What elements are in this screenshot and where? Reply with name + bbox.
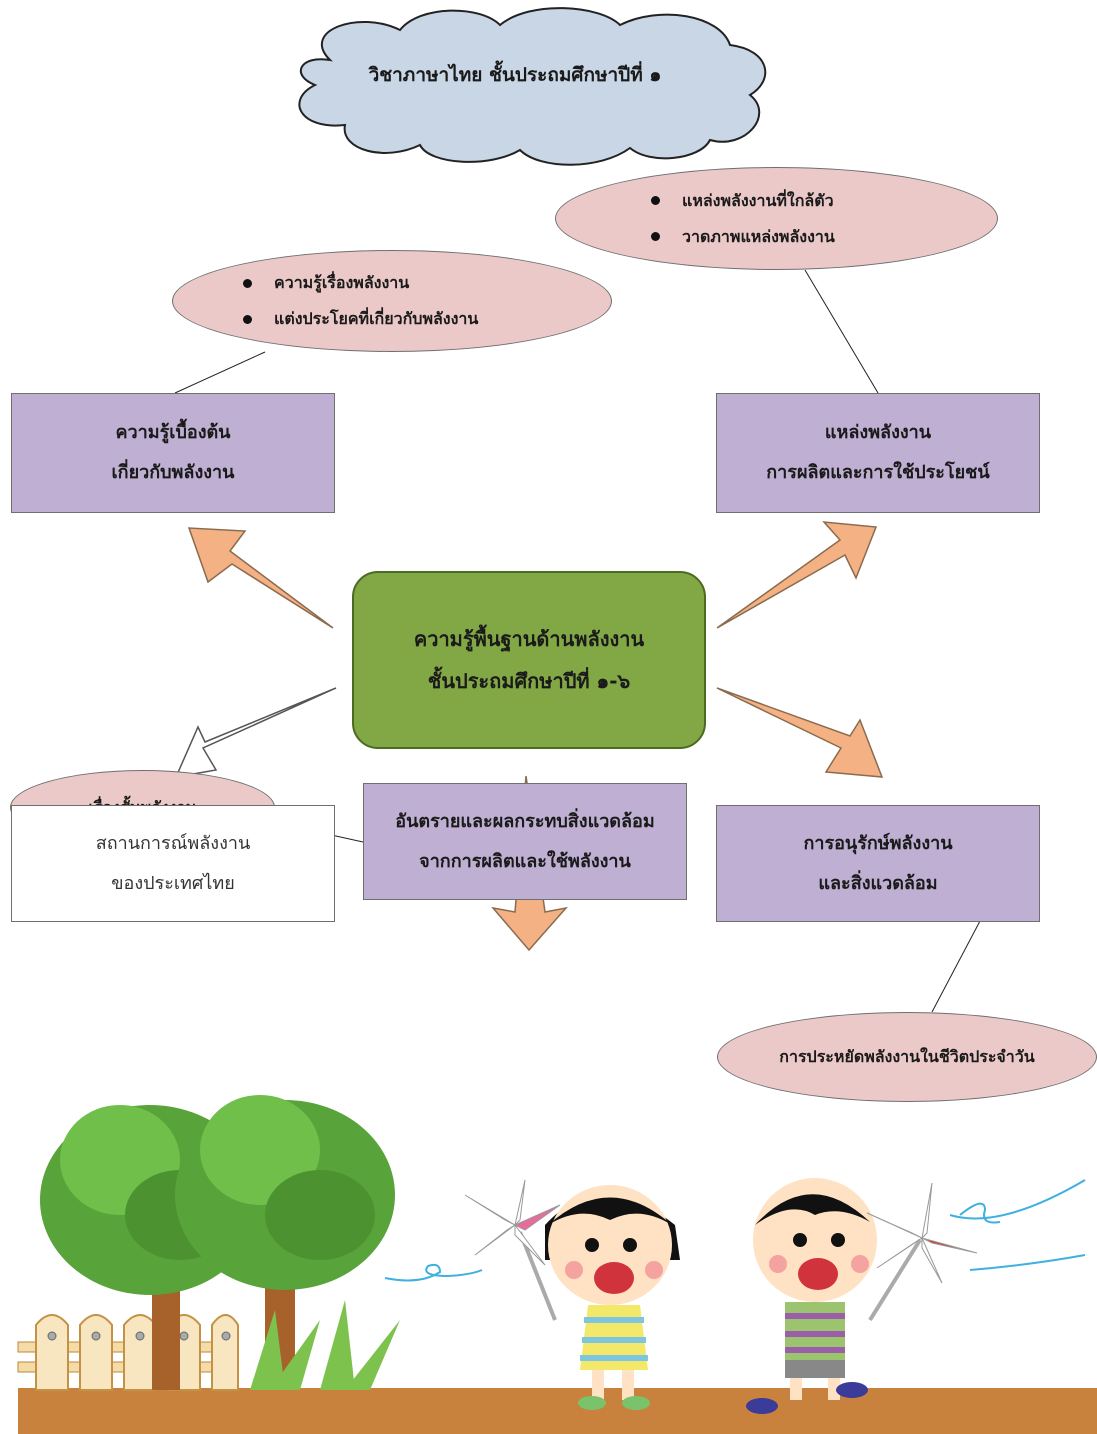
bullet-icon bbox=[651, 196, 660, 205]
bullet-item: แหล่งพลังงานที่ใกล้ตัว bbox=[651, 183, 834, 219]
grass bbox=[250, 1300, 400, 1390]
box-basic-knowledge: ความรู้เบื้องต้น เกี่ยวกับพลังงาน bbox=[11, 393, 335, 513]
box-line: ของประเทศไทย bbox=[111, 872, 235, 894]
arrow-to-conservation bbox=[716, 687, 884, 778]
ground bbox=[18, 1388, 1097, 1434]
oval-basic-activities: ความรู้เรื่องพลังงาน แต่งประโยคที่เกี่ยว… bbox=[172, 250, 612, 352]
box-line: สถานการณ์พลังงาน bbox=[95, 832, 251, 854]
arrow-to-basic bbox=[187, 527, 334, 629]
page-title: วิชาภาษาไทย ชั้นประถมศึกษาปีที่ ๑ bbox=[368, 64, 662, 86]
box-thai-situation: สถานการณ์พลังงาน ของประเทศไทย bbox=[11, 805, 335, 922]
center-box: ความรู้พื้นฐานด้านพลังงาน ชั้นประถมศึกษา… bbox=[352, 571, 706, 749]
bullet-icon bbox=[651, 232, 660, 241]
connector-sources bbox=[804, 269, 879, 394]
box-line: ความรู้เบื้องต้น bbox=[115, 422, 231, 443]
box-line: แหล่งพลังงาน bbox=[824, 422, 932, 443]
box-energy-sources: แหล่งพลังงาน การผลิตและการใช้ประโยชน์ bbox=[716, 393, 1040, 513]
bullet-icon bbox=[243, 314, 252, 324]
oval-saving-text: การประหยัดพลังงานในชีวิตประจำวัน bbox=[779, 1047, 1035, 1066]
bullet-icon bbox=[243, 278, 252, 288]
box-conservation: การอนุรักษ์พลังงาน และสิ่งแวดล้อม bbox=[716, 805, 1040, 922]
oval-saving: การประหยัดพลังงานในชีวิตประจำวัน bbox=[717, 1012, 1097, 1102]
box-line: จากการผลิตและใช้พลังงาน bbox=[419, 850, 631, 872]
title-cloud bbox=[298, 7, 767, 166]
oval-source-activities: แหล่งพลังงานที่ใกล้ตัว วาดภาพแหล่งพลังงา… bbox=[555, 167, 998, 270]
center-line: ความรู้พื้นฐานด้านพลังงาน bbox=[413, 627, 645, 651]
box-line: การผลิตและการใช้ประโยชน์ bbox=[766, 462, 990, 483]
box-line: เกี่ยวกับพลังงาน bbox=[111, 462, 235, 483]
bullet-item: ความรู้เรื่องพลังงาน bbox=[243, 265, 409, 301]
box-hazards: อันตรายและผลกระทบสิ่งแวดล้อม จากการผลิตแ… bbox=[363, 783, 687, 900]
bullet-item: แต่งประโยคที่เกี่ยวกับพลังงาน bbox=[243, 301, 478, 337]
box-line: การอนุรักษ์พลังงาน bbox=[803, 832, 953, 854]
arrow-to-situation bbox=[174, 687, 337, 778]
bullet-text: ความรู้เรื่องพลังงาน bbox=[274, 273, 410, 292]
bullet-text: แหล่งพลังงานที่ใกล้ตัว bbox=[682, 190, 834, 210]
center-line: ชั้นประถมศึกษาปีที่ ๑-๖ bbox=[427, 669, 631, 693]
bullet-text: แต่งประโยคที่เกี่ยวกับพลังงาน bbox=[274, 309, 479, 328]
fence bbox=[17, 1314, 239, 1391]
girl-illustration bbox=[464, 1179, 680, 1410]
box-line: และสิ่งแวดล้อม bbox=[818, 872, 938, 894]
arrow-to-sources bbox=[716, 521, 878, 629]
connector-basic bbox=[174, 351, 266, 394]
boy-illustration bbox=[746, 1178, 978, 1414]
connector-saving bbox=[931, 920, 981, 1013]
bullet-item: วาดภาพแหล่งพลังงาน bbox=[651, 219, 835, 255]
wind-lines bbox=[384, 1179, 1086, 1282]
bullet-text: วาดภาพแหล่งพลังงาน bbox=[682, 226, 835, 246]
box-line: อันตรายและผลกระทบสิ่งแวดล้อม bbox=[395, 810, 655, 832]
